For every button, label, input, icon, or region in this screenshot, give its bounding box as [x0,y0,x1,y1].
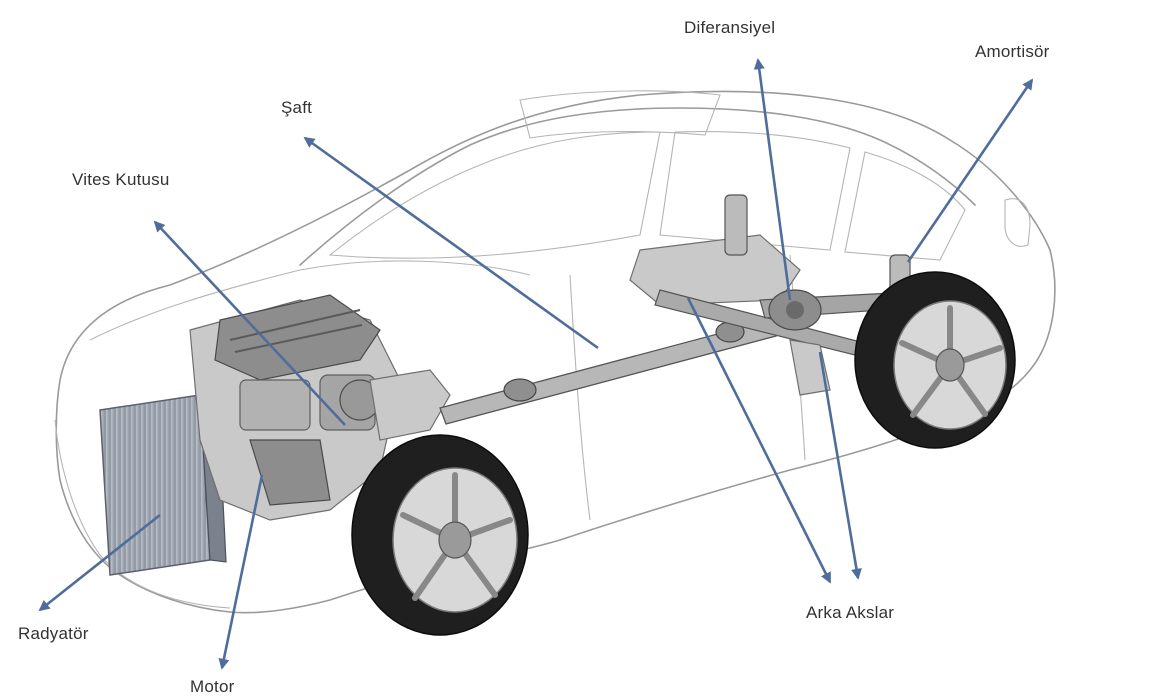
label-motor: Motor [190,677,235,696]
arrow-vites-kutusu [153,220,346,426]
arrow-motor [218,474,264,670]
label-saft: Şaft [281,98,313,117]
label-vites-kutusu: Vites Kutusu [72,170,170,189]
front-wheel [351,434,529,636]
label-radyator: Radyatör [18,624,89,643]
callout-arrows [38,58,1034,670]
engine-part [189,294,451,521]
arrow-amortisor [906,78,1034,263]
rear-wheel [854,271,1016,449]
arrow-radyator [38,513,161,612]
label-diferansiyel: Diferansiyel [684,18,776,37]
arrow-arka-aks-1 [686,297,832,584]
label-arka-akslar: Arka Akslar [806,603,895,622]
drive-shaft-part [439,319,777,425]
arrow-diferansiyel [753,58,792,301]
arrow-arka-aks-2 [818,351,862,580]
arrow-saft [303,136,599,350]
label-amortisor: Amortisör [975,42,1050,61]
